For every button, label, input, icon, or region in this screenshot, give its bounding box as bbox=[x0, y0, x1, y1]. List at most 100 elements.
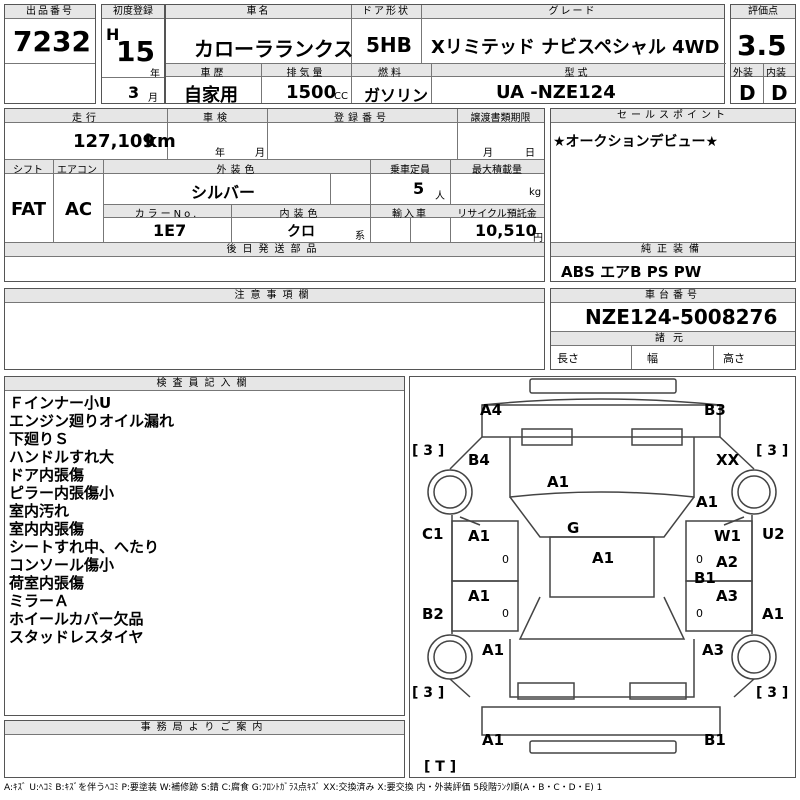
width-label: 幅 bbox=[647, 352, 658, 365]
standard-equip: ABS エアB PS PW bbox=[561, 263, 702, 281]
damage-B1-mid: B1 bbox=[694, 569, 716, 587]
damage-A1-rear-bumper: A1 bbox=[482, 731, 504, 749]
inspector-note: 下廻りＳ bbox=[9, 430, 70, 448]
mileage-header: 走行 bbox=[72, 113, 100, 124]
score-box: 評価点 3.5 外装 内装 D D bbox=[730, 4, 796, 105]
damage-A3-rr-door: A3 bbox=[716, 587, 738, 605]
history: 自家用 bbox=[184, 85, 238, 106]
transfer-doc-header: 譲渡書類期限 bbox=[470, 113, 531, 124]
first-reg-header: 初度登録 bbox=[102, 5, 164, 19]
era: H bbox=[106, 25, 120, 44]
color-no-header: カラーNo. bbox=[134, 209, 200, 220]
model-code-header: 型式 bbox=[564, 68, 591, 79]
specs-header: 諸元 bbox=[551, 332, 795, 346]
car-name: カローラランクス bbox=[194, 37, 354, 61]
aircon: AC bbox=[65, 199, 93, 220]
chassis-no: NZE124-5008276 bbox=[585, 305, 778, 329]
displacement: 1500 bbox=[286, 82, 337, 103]
car-outline: A4 B3 B4 XX A1 A1 C1 U2 A1 W1 G A1 A2 B1… bbox=[412, 378, 788, 775]
score: 3.5 bbox=[737, 29, 787, 62]
first-reg-box: 初度登録 H 15 年 3 月 bbox=[101, 4, 165, 104]
inspector-notes-list: Ｆインナー小U エンジン廻りオイル漏れ 下廻りＳ ハンドルすれ大 ドア内張傷 ピ… bbox=[9, 394, 174, 646]
inspector-note: ホイールカバー欠品 bbox=[9, 610, 144, 628]
chassis-header: 車台番号 bbox=[551, 289, 795, 303]
door-type-header: ドア形状 bbox=[351, 5, 421, 19]
damage-B1-rear-bumper: B1 bbox=[704, 731, 726, 749]
notes-box: 注意事項欄 bbox=[4, 288, 545, 370]
yen-unit: 円 bbox=[533, 233, 543, 244]
color-no: 1E7 bbox=[153, 221, 187, 240]
damage-A4: A4 bbox=[480, 401, 502, 419]
damage-diagram: A4 B3 B4 XX A1 A1 C1 U2 A1 W1 G A1 A2 B1… bbox=[409, 376, 796, 778]
damage-A1-rl-door: A1 bbox=[468, 587, 490, 605]
recycle: 10,510 bbox=[475, 221, 537, 240]
damage-A1-rr-side: A1 bbox=[762, 605, 784, 623]
lot-box: 出品番号 7232 bbox=[4, 4, 96, 104]
doc-day: 日 bbox=[525, 148, 535, 159]
doc-month: 月 bbox=[483, 148, 493, 159]
inspector-note: ハンドルすれ大 bbox=[9, 448, 115, 466]
history-header: 車歴 bbox=[200, 68, 227, 79]
year-unit: 年 bbox=[150, 69, 160, 80]
spare-tire: [ T ] bbox=[424, 759, 456, 775]
import-header: 輸入車 bbox=[392, 209, 428, 220]
first-reg-year: 15 bbox=[116, 35, 155, 68]
grade: Xリミテッド ナビスペシャル 4WD bbox=[431, 37, 720, 58]
mark-zero: 0 bbox=[696, 553, 703, 566]
inspection-header: 車検 bbox=[203, 113, 231, 124]
standard-equip-header: 純正装備 bbox=[551, 243, 795, 257]
damage-B3: B3 bbox=[704, 401, 726, 419]
fuel-header: 燃料 bbox=[378, 68, 404, 79]
kg-unit: kg bbox=[529, 187, 542, 198]
sales-point-box: セールスポイント ★オークションデビュー★ 純正装備 ABS エアB PS PW bbox=[550, 108, 796, 282]
tire-fr: [ 3 ] bbox=[756, 443, 788, 459]
lot-number: 7232 bbox=[13, 25, 91, 58]
mark-zero: 0 bbox=[502, 553, 509, 566]
mark-zero: 0 bbox=[696, 607, 703, 620]
legend: A:ｷｽﾞ U:ﾍｺﾐ B:ｷｽﾞを伴うﾍｺﾐ P:要塗装 W:補修跡 S:錆 … bbox=[4, 783, 603, 793]
reg-no-header: 登録番号 bbox=[334, 113, 390, 124]
shift: FAT bbox=[11, 199, 47, 220]
damage-A1-roof: A1 bbox=[592, 549, 614, 567]
inspector-note: Ｆインナー小U bbox=[9, 394, 112, 412]
damage-A1-rl-fender: A1 bbox=[482, 641, 504, 659]
main-info-box: 車名 ドア形状 グレード カローラランクス 5HB Xリミテッド ナビスペシャル… bbox=[165, 4, 726, 106]
grade-header: グレード bbox=[421, 5, 724, 19]
chassis-box: 車台番号 NZE124-5008276 諸元 長さ 幅 高さ bbox=[550, 288, 796, 370]
inspector-note: 室内内張傷 bbox=[9, 520, 85, 538]
ext-color: シルバー bbox=[191, 183, 256, 202]
damage-W1: W1 bbox=[714, 527, 741, 545]
sales-point: ★オークションデビュー★ bbox=[553, 134, 719, 150]
office-box: 事務局よりご案内 bbox=[4, 720, 405, 778]
damage-A2: A2 bbox=[716, 553, 738, 571]
height-label: 高さ bbox=[723, 352, 745, 365]
length-label: 長さ bbox=[557, 352, 579, 365]
person-unit: 人 bbox=[435, 191, 445, 202]
cc-unit: CC bbox=[334, 91, 348, 102]
int-color-header: 内装色 bbox=[279, 209, 322, 220]
damage-A3-rr-fender: A3 bbox=[702, 641, 724, 659]
damage-A1-fl-door: A1 bbox=[468, 527, 490, 545]
kei-unit: 系 bbox=[355, 231, 365, 242]
capacity-header: 乗車定員 bbox=[390, 165, 430, 176]
shift-header: シフト bbox=[13, 165, 43, 176]
inspector-note: 荷室内張傷 bbox=[9, 574, 85, 592]
inspector-header: 検査員記入欄 bbox=[5, 377, 404, 391]
inspector-note: ピラー内張傷小 bbox=[9, 484, 115, 502]
int-color: クロ bbox=[287, 224, 315, 240]
km-unit: km bbox=[145, 131, 176, 152]
inspector-note: コンソール傷小 bbox=[9, 556, 115, 574]
aircon-header: エアコン bbox=[57, 165, 97, 176]
inspector-box: 検査員記入欄 Ｆインナー小U エンジン廻りオイル漏れ 下廻りＳ ハンドルすれ大 … bbox=[4, 376, 405, 716]
damage-XX: XX bbox=[716, 451, 740, 469]
sales-point-header: セールスポイント bbox=[551, 109, 795, 123]
interior-header: 内装 bbox=[766, 68, 786, 79]
lot-header: 出品番号 bbox=[5, 5, 95, 19]
displacement-header: 排気量 bbox=[286, 68, 326, 79]
damage-A1-hood: A1 bbox=[547, 473, 569, 491]
model-code: UA -NZE124 bbox=[496, 82, 616, 103]
notes-header: 注意事項欄 bbox=[5, 289, 544, 303]
detail-box: 走行 車検 登録番号 譲渡書類期限 127,109 km 年 月 月 日 シフト… bbox=[4, 108, 545, 282]
ext-color-header: 外装色 bbox=[216, 165, 259, 176]
damage-C1: C1 bbox=[422, 525, 443, 543]
